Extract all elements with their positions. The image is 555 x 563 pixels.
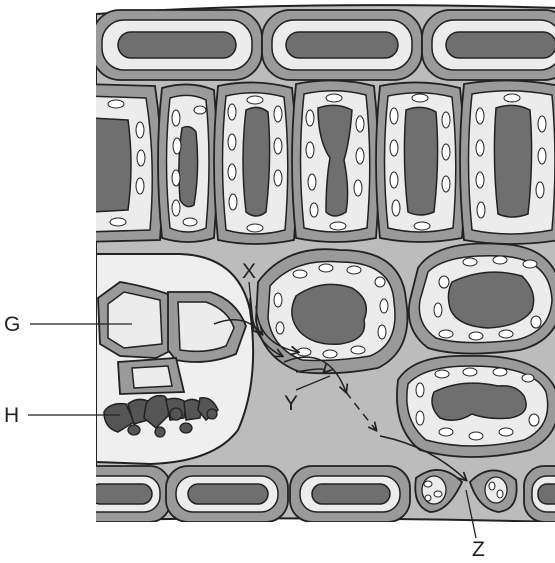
upper-epidermis: [92, 10, 555, 80]
leaf-tissue: [70, 5, 555, 522]
label-z: Z: [472, 538, 485, 561]
label-y: Y: [284, 392, 298, 415]
label-x: X: [242, 260, 256, 283]
label-g: G: [4, 313, 20, 336]
label-h: H: [4, 404, 19, 427]
vascular-bundle: [96, 254, 253, 464]
palisade-layer: [82, 80, 555, 244]
